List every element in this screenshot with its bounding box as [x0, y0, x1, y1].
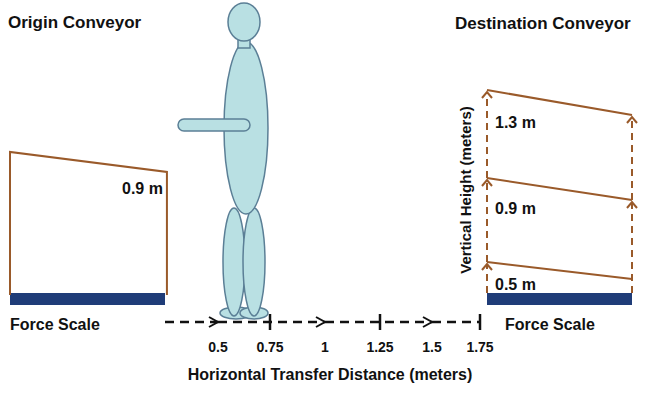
height-label: 0.5 m — [495, 276, 536, 294]
worker-figure — [178, 3, 268, 319]
conveyor-heading: Origin Conveyor — [8, 14, 141, 33]
destination-conveyor-frame — [487, 90, 632, 293]
force-scale-bar — [10, 293, 165, 305]
conveyor-outline — [10, 150, 167, 295]
scale-label: Force Scale — [505, 316, 595, 334]
height-label: 1.3 m — [495, 114, 536, 132]
scale-label: Force Scale — [10, 316, 100, 334]
tick-label: 1.75 — [466, 340, 493, 355]
tick-label: 0.75 — [256, 340, 283, 355]
tick-label: 0.5 — [208, 340, 227, 355]
height-label: 0.9 m — [495, 200, 536, 218]
destination-conveyor: Destination Conveyor1.3 m0.9 m0.5 m — [487, 88, 632, 293]
force-scale-bar — [487, 293, 632, 305]
origin-conveyor: Origin Conveyor0.9 m — [10, 150, 165, 295]
tick-label: 1.5 — [422, 340, 441, 355]
conveyor-heading: Destination Conveyor — [455, 15, 631, 34]
height-label: 0.9 m — [122, 180, 163, 198]
tick-label: 1.25 — [366, 340, 393, 355]
axis-title: Vertical Height (meters) — [458, 106, 475, 274]
distance-axis — [165, 314, 480, 330]
conveyor-outline-path — [10, 152, 167, 295]
axis-title: Horizontal Transfer Distance (meters) — [188, 366, 473, 384]
tick-label: 1 — [321, 340, 329, 355]
